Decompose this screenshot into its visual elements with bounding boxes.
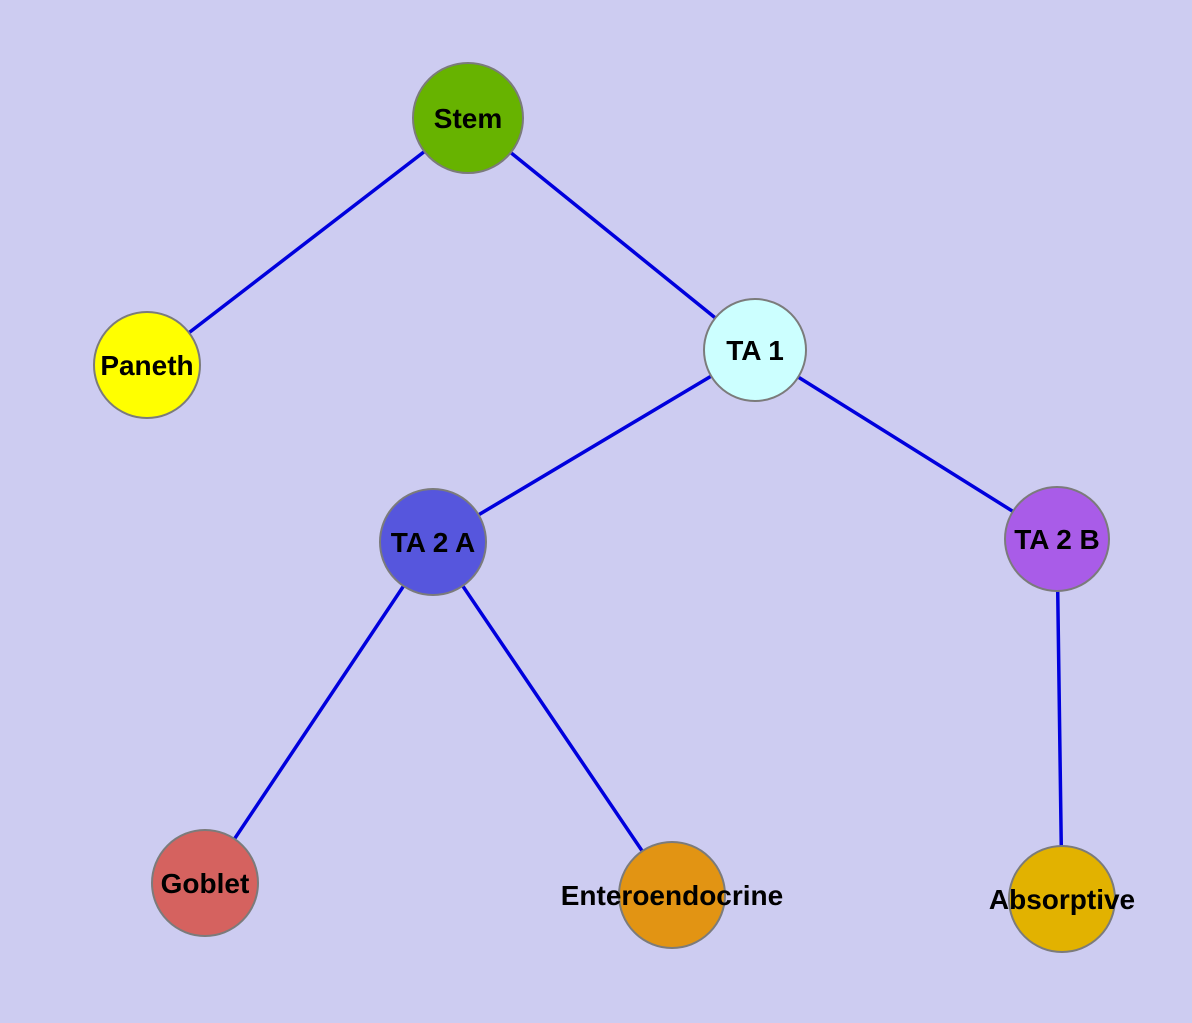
node-stem[interactable]: Stem bbox=[412, 62, 524, 174]
node-circle-paneth bbox=[93, 311, 201, 419]
edge-stem-to-paneth bbox=[145, 116, 470, 367]
node-circle-goblet bbox=[151, 829, 259, 937]
node-ta2b[interactable]: TA 2 B bbox=[1004, 486, 1110, 592]
node-goblet[interactable]: Goblet bbox=[151, 829, 259, 937]
edge-stem-to-ta1 bbox=[466, 116, 757, 352]
edges-layer bbox=[145, 116, 1064, 901]
edge-ta2a-to-goblet bbox=[203, 540, 435, 885]
node-paneth[interactable]: Paneth bbox=[93, 311, 201, 419]
node-circle-absorptive bbox=[1008, 845, 1116, 953]
node-absorptive[interactable]: Absorptive bbox=[989, 845, 1135, 953]
node-ta1[interactable]: TA 1 bbox=[703, 298, 807, 402]
node-enteroendocrine[interactable]: Enteroendocrine bbox=[561, 841, 783, 949]
node-circle-stem bbox=[412, 62, 524, 174]
edge-ta1-to-ta2b bbox=[753, 348, 1059, 541]
edge-ta1-to-ta2a bbox=[431, 348, 757, 544]
node-circle-enteroendocrine bbox=[618, 841, 726, 949]
node-circle-ta2b bbox=[1004, 486, 1110, 592]
edge-ta2b-to-absorptive bbox=[1055, 537, 1064, 901]
node-ta2a[interactable]: TA 2 A bbox=[379, 488, 487, 596]
edge-ta2a-to-enteroendocrine bbox=[431, 540, 674, 897]
node-circle-ta1 bbox=[703, 298, 807, 402]
node-circle-ta2a bbox=[379, 488, 487, 596]
